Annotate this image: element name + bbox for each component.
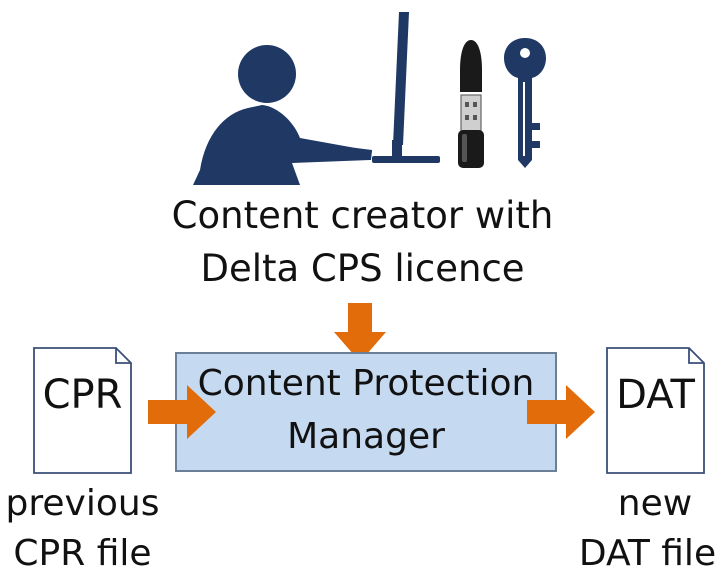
dat-document-icon bbox=[606, 347, 705, 474]
dat-file-tag: DAT bbox=[616, 372, 695, 418]
cpr-document-icon bbox=[33, 347, 132, 474]
creator-label-line2: Delta CPS licence bbox=[200, 247, 525, 290]
dat-caption-line2: DAT file bbox=[578, 533, 717, 574]
output-arrow-icon bbox=[527, 385, 595, 439]
person-at-computer-icon bbox=[193, 45, 372, 185]
manager-label-line1: Content Protection bbox=[197, 363, 535, 404]
input-arrow-icon bbox=[148, 385, 216, 439]
computer-monitor-icon bbox=[372, 12, 440, 163]
dat-caption-line1: new bbox=[617, 483, 693, 524]
cpr-caption-line1: previous bbox=[5, 483, 160, 524]
manager-label-line2: Manager bbox=[287, 416, 445, 457]
key-icon bbox=[504, 38, 546, 168]
cpr-caption-line2: CPR file bbox=[13, 533, 152, 574]
down-arrow-icon bbox=[334, 303, 386, 362]
cpr-file-tag: CPR bbox=[42, 372, 123, 418]
usb-dongle-icon bbox=[458, 40, 484, 168]
creator-label-line1: Content creator with bbox=[171, 194, 554, 237]
